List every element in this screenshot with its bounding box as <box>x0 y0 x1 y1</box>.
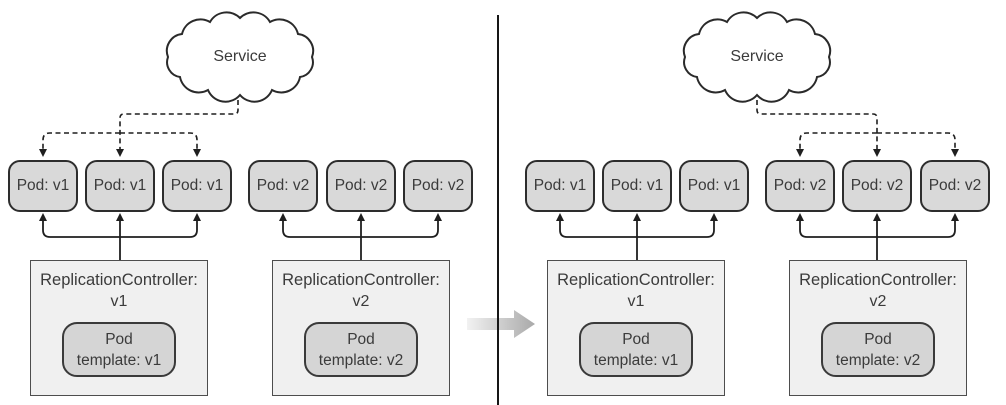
rc-v2-to-pods-left <box>279 213 442 261</box>
pod-v2-3-left: Pod: v2 <box>403 160 473 212</box>
rc-name: ReplicationController: <box>40 271 198 289</box>
pod-template-line2: template: v1 <box>593 351 679 369</box>
pod-v1-1-left: Pod: v1 <box>8 160 78 212</box>
rc-version: v2 <box>869 293 887 310</box>
pod-template-line1: Pod <box>864 330 892 348</box>
pod-template-line2: template: v2 <box>835 351 921 369</box>
rc-v1-to-pods-right <box>556 213 718 261</box>
pod-template-line1: Pod <box>347 330 375 348</box>
replication-controller-v1-right: ReplicationController: v1 Pod template: … <box>547 260 725 396</box>
pod-v2-3-right: Pod: v2 <box>920 160 990 212</box>
service-to-pods-dashed-left <box>39 100 239 157</box>
pod-v1-3-left: Pod: v1 <box>162 160 232 212</box>
transition-arrow-icon <box>467 310 535 338</box>
pod-v1-2-left: Pod: v1 <box>85 160 155 212</box>
replication-controller-v2-left: ReplicationController: v2 Pod template: … <box>272 260 450 396</box>
rc-version: v1 <box>627 293 645 310</box>
service-label-left: Service <box>213 48 267 65</box>
pod-template-line2: template: v2 <box>318 351 404 369</box>
rc-v1-to-pods-left <box>39 213 201 261</box>
pod-v2-2-right: Pod: v2 <box>842 160 912 212</box>
pod-v1-1-right: Pod: v1 <box>525 160 595 212</box>
pod-v2-1-left: Pod: v2 <box>248 160 318 212</box>
pod-template-v1-left: Pod template: v1 <box>62 322 176 377</box>
rc-name: ReplicationController: <box>799 271 957 289</box>
pod-template-v1-right: Pod template: v1 <box>579 322 693 377</box>
pod-v2-2-left: Pod: v2 <box>326 160 396 212</box>
pod-template-line2: template: v1 <box>76 351 162 369</box>
replication-controller-v2-right: ReplicationController: v2 Pod template: … <box>789 260 967 396</box>
service-to-pods-dashed-right <box>756 100 959 157</box>
rc-name: ReplicationController: <box>557 271 715 289</box>
pod-v1-2-right: Pod: v1 <box>602 160 672 212</box>
pod-template-v2-left: Pod template: v2 <box>304 322 418 377</box>
pod-v2-1-right: Pod: v2 <box>765 160 835 212</box>
service-label-right: Service <box>730 48 784 65</box>
rc-v2-to-pods-right <box>796 213 959 261</box>
rc-version: v1 <box>110 293 128 310</box>
rc-name: ReplicationController: <box>282 271 440 289</box>
pod-template-line1: Pod <box>622 330 650 348</box>
replication-controller-v1-left: ReplicationController: v1 Pod template: … <box>30 260 208 396</box>
pod-v1-3-right: Pod: v1 <box>679 160 749 212</box>
pod-template-v2-right: Pod template: v2 <box>821 322 935 377</box>
pod-template-line1: Pod <box>105 330 133 348</box>
rc-version: v2 <box>352 293 370 310</box>
